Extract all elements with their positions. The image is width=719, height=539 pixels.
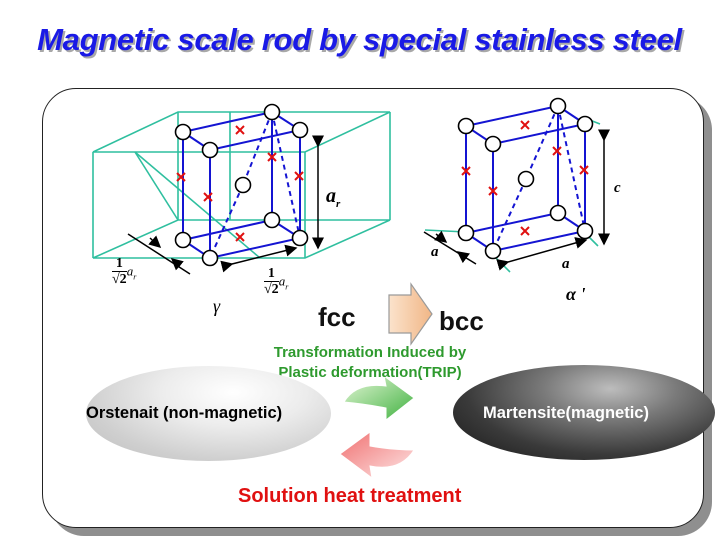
gamma-label: γ: [213, 296, 221, 316]
fcc-interstitial-marks: [176, 125, 304, 242]
martensite-label: Martensite(magnetic): [483, 404, 649, 422]
fcc-left-fraction-label: 1 √2 ar: [112, 256, 137, 287]
solution-cycle-arrow: [339, 431, 415, 480]
bcc-atoms: [457, 97, 594, 260]
martensite-oval: [453, 365, 715, 460]
fcc-c-dimension-label: ar: [326, 185, 341, 210]
bcc-dimension-arrows: [423, 129, 610, 271]
bcc-label: bcc: [439, 306, 484, 336]
bcc-a-bottom-label: a: [562, 256, 570, 272]
transform-arrow: [388, 282, 433, 346]
solution-heat-treatment-label: Solution heat treatment: [238, 485, 462, 507]
fcc-dimension-arrows: [127, 135, 324, 275]
alpha-prime-label: α ': [566, 284, 586, 304]
fcc-label: fcc: [318, 302, 356, 332]
trip-cycle-arrow: [343, 374, 415, 422]
bcc-a-left-label: a: [431, 244, 439, 260]
fcc-bottom-fraction-label: 1 √2 ar: [264, 266, 289, 297]
trip-text: Transformation Induced by Plastic deform…: [273, 344, 467, 381]
bcc-c-label: c: [614, 180, 621, 196]
bcc-interstitial-marks: [461, 120, 589, 236]
austenite-label: Orstenait (non-magnetic): [86, 404, 283, 422]
austenite-oval: [86, 366, 331, 461]
page-title: Magnetic scale rod by special stainless …: [37, 22, 682, 57]
fcc-atoms: [174, 103, 309, 267]
